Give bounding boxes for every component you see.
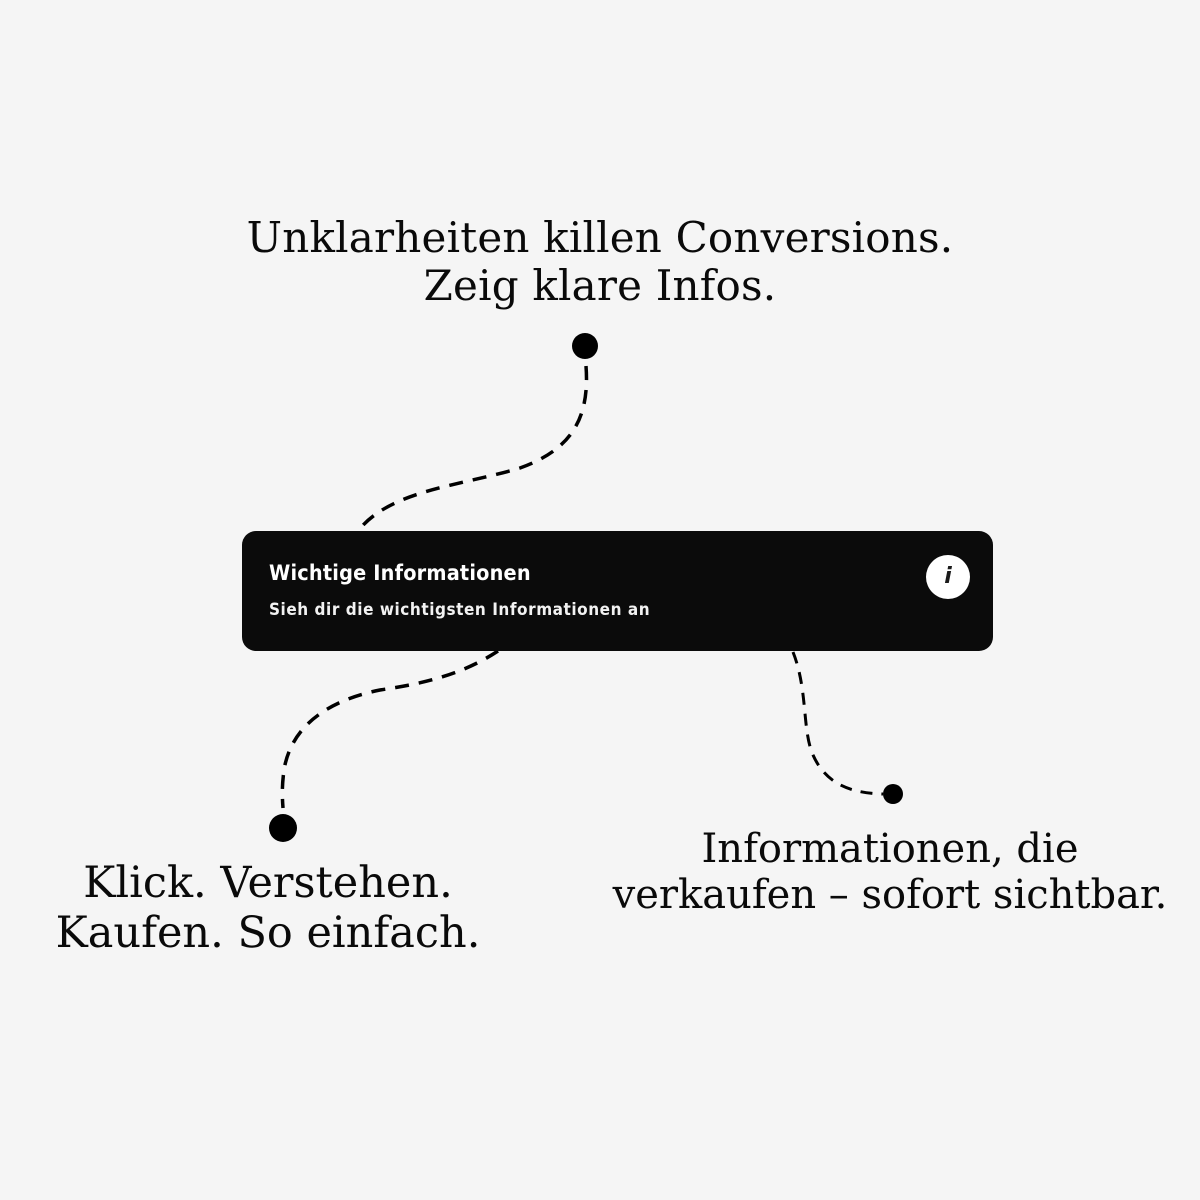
connector-dot-top: [572, 333, 598, 359]
connector-top: [356, 333, 598, 533]
connector-dot-bottom-right: [883, 784, 903, 804]
caption-bottom-left-line-2: Kaufen. So einfach.: [55, 908, 481, 958]
info-icon[interactable]: i: [926, 555, 970, 599]
connector-bottom-left: [269, 649, 499, 842]
caption-bottom-right: Informationen, die verkaufen – sofort si…: [610, 826, 1170, 918]
caption-top-line-2: Zeig klare Infos.: [423, 261, 777, 310]
caption-bottom-left-line-1: Klick. Verstehen.: [83, 858, 453, 908]
caption-bottom-left: Klick. Verstehen. Kaufen. So einfach.: [18, 858, 518, 958]
info-card-title: Wichtige Informationen: [269, 561, 531, 585]
connector-bottom-right: [791, 651, 903, 804]
caption-top: Unklarheiten killen Conversions. Zeig kl…: [0, 214, 1200, 310]
caption-top-line-1: Unklarheiten killen Conversions.: [246, 213, 954, 262]
info-card-subtitle: Sieh dir die wichtigsten Informationen a…: [269, 600, 651, 620]
info-icon-glyph: i: [944, 564, 952, 589]
info-card[interactable]: Wichtige Informationen Sieh dir die wich…: [242, 531, 993, 651]
caption-bottom-right-line-1: Informationen, die: [701, 826, 1079, 872]
connector-dot-bottom-left: [269, 814, 297, 842]
caption-bottom-right-line-2: verkaufen – sofort sichtbar.: [612, 872, 1168, 918]
